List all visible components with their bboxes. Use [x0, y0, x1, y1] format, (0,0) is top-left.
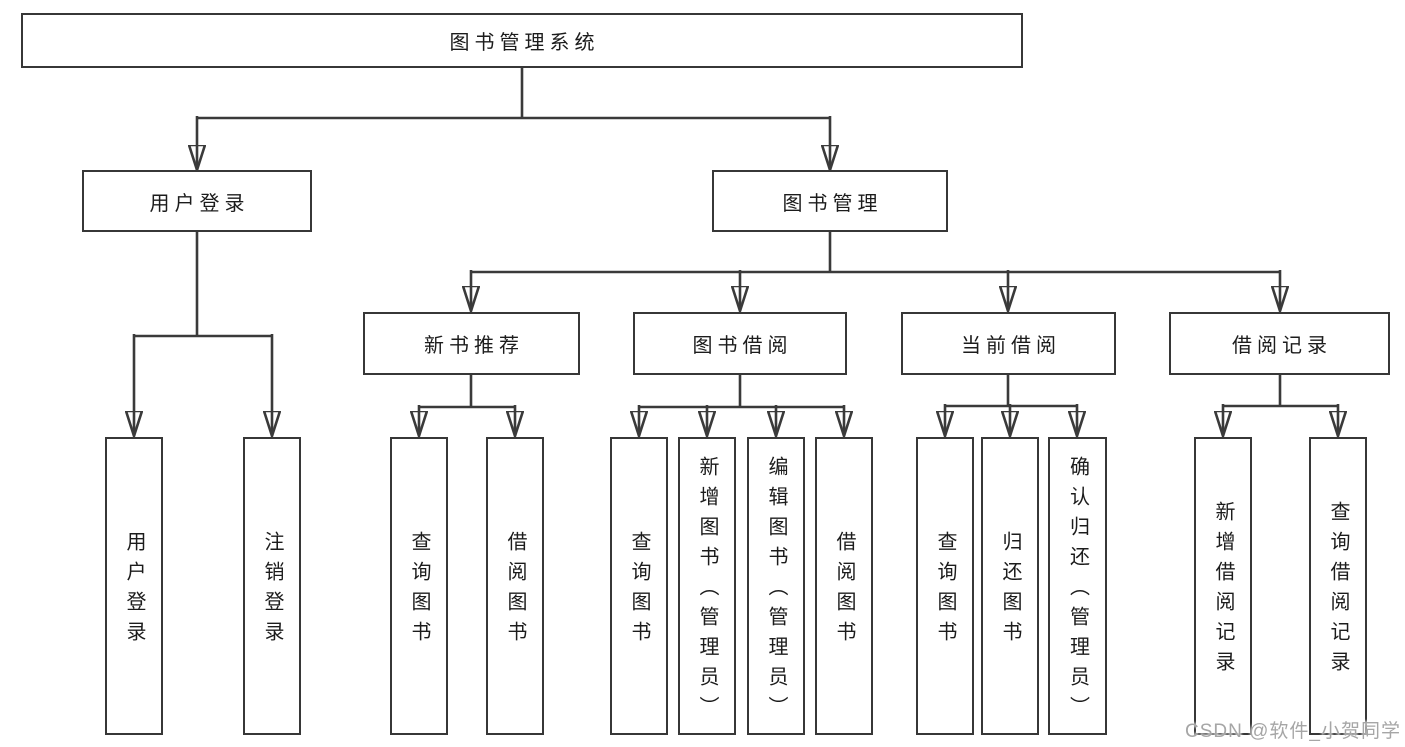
- leaf-query-books-borrow: 查询图书: [610, 437, 668, 735]
- node-book-borrow: 图书借阅: [633, 312, 847, 375]
- leaf-borrow-books-borrow-label: 借阅图书: [833, 531, 855, 651]
- leaf-add-borrow-record: 新增借阅记录: [1194, 437, 1252, 735]
- leaf-query-books-newbook-label: 查询图书: [408, 531, 430, 651]
- edges-book-management: [471, 232, 1280, 311]
- node-book-borrow-label: 图书借阅: [692, 335, 793, 357]
- leaf-add-books-admin: 新增图书（管理员）: [678, 437, 736, 735]
- leaf-confirm-return-admin-label: 确认归还（管理员）: [1066, 456, 1089, 726]
- node-new-book-recommend-label: 新书推荐: [424, 335, 524, 357]
- leaf-borrow-books-borrow: 借阅图书: [815, 437, 873, 735]
- leaf-query-books-current-label: 查询图书: [934, 531, 956, 651]
- node-book-management: 图书管理: [712, 170, 948, 232]
- edges-book-borrow: [639, 375, 844, 436]
- edges-user-login-group: [134, 232, 272, 436]
- edges-new-book-recommend: [419, 375, 515, 436]
- leaf-add-books-admin-label: 新增图书（管理员）: [696, 456, 718, 726]
- leaf-edit-books-admin-label: 编辑图书（管理员）: [765, 456, 787, 726]
- leaf-confirm-return-admin: 确认归还（管理员）: [1048, 437, 1107, 735]
- leaf-query-books-newbook: 查询图书: [390, 437, 448, 735]
- leaf-borrow-books-newbook-label: 借阅图书: [504, 531, 526, 651]
- node-user-login-group-label: 用户登录: [149, 192, 250, 215]
- leaf-return-books: 归还图书: [981, 437, 1039, 735]
- leaf-query-books-borrow-label: 查询图书: [628, 531, 650, 651]
- node-new-book-recommend: 新书推荐: [363, 312, 580, 375]
- leaf-query-borrow-record: 查询借阅记录: [1309, 437, 1367, 735]
- leaf-logout: 注销登录: [243, 437, 301, 735]
- node-borrow-records: 借阅记录: [1169, 312, 1390, 375]
- node-borrow-records-label: 借阅记录: [1232, 335, 1332, 357]
- node-book-management-label: 图书管理: [782, 192, 883, 215]
- leaf-query-borrow-record-label: 查询借阅记录: [1327, 501, 1349, 681]
- leaf-query-books-current: 查询图书: [916, 437, 974, 735]
- node-root-label: 图书管理系统: [449, 32, 600, 54]
- edges-current-borrow: [945, 375, 1077, 436]
- node-current-borrow: 当前借阅: [901, 312, 1116, 375]
- edges-borrow-records: [1223, 375, 1338, 436]
- csdn-watermark: CSDN @软件_小贺同学: [1185, 721, 1401, 742]
- edges-root-to-level2: [197, 68, 830, 170]
- node-user-login-group: 用户登录: [82, 170, 312, 232]
- node-root: 图书管理系统: [21, 13, 1023, 68]
- node-current-borrow-label: 当前借阅: [961, 335, 1061, 357]
- leaf-add-borrow-record-label: 新增借阅记录: [1212, 501, 1234, 681]
- leaf-logout-label: 注销登录: [261, 531, 283, 651]
- leaf-user-login-label: 用户登录: [123, 531, 145, 651]
- leaf-return-books-label: 归还图书: [999, 531, 1021, 651]
- leaf-user-login: 用户登录: [105, 437, 163, 735]
- leaf-edit-books-admin: 编辑图书（管理员）: [747, 437, 805, 735]
- leaf-borrow-books-newbook: 借阅图书: [486, 437, 544, 735]
